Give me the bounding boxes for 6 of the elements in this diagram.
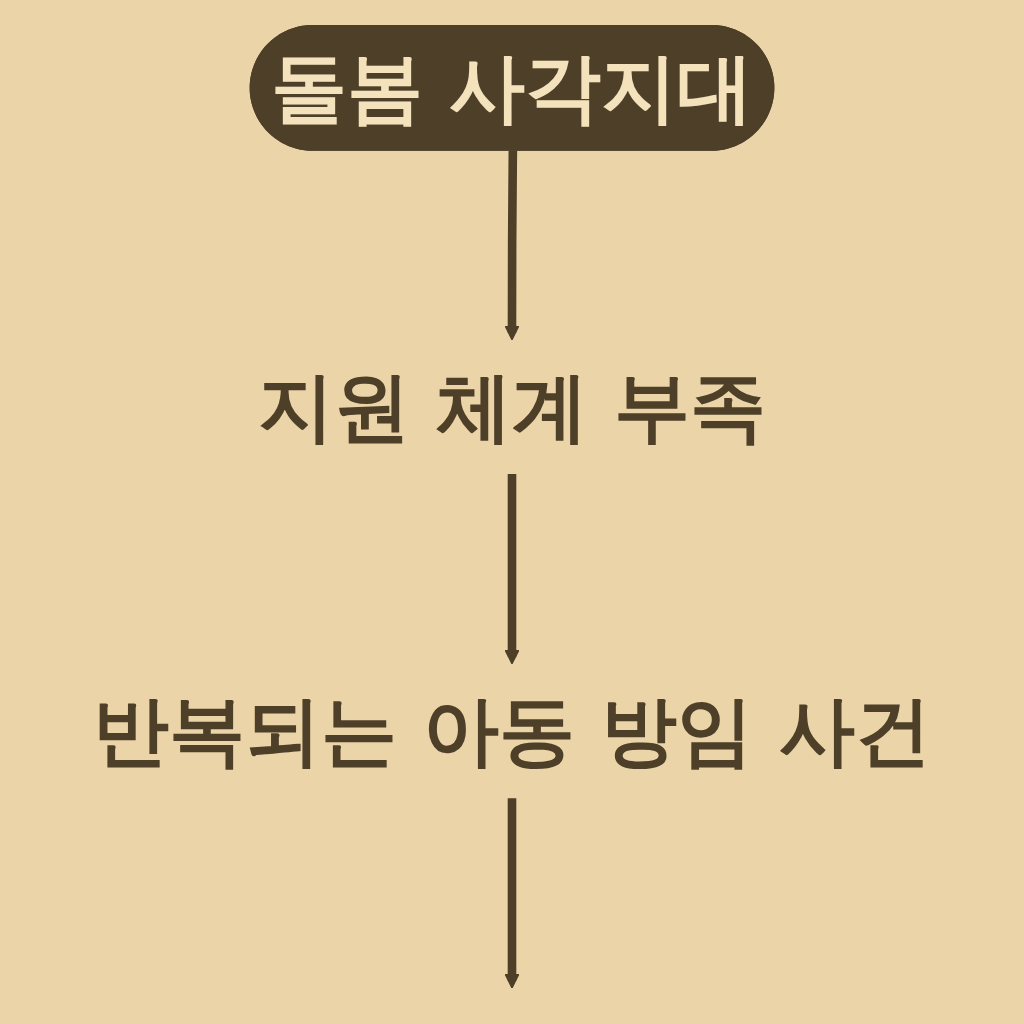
arrow xyxy=(504,474,520,665)
arrow xyxy=(504,798,520,989)
arrow xyxy=(504,150,520,341)
rounded-label-box: 돌봄 사각지대 xyxy=(249,24,775,151)
text-label: 반복되는 아동 방임 사건 xyxy=(93,686,931,775)
text-label: 지원 체계 부족 xyxy=(258,362,766,450)
